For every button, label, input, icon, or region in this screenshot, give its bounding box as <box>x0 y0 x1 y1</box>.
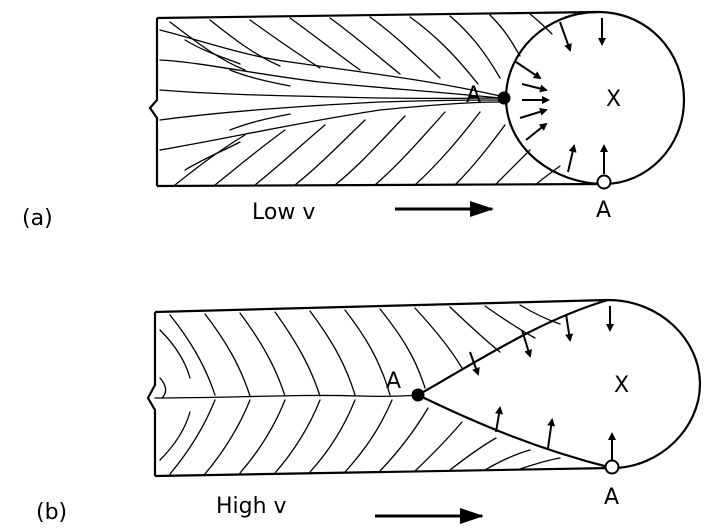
panel-caption-b: (b) <box>36 500 67 525</box>
growth-arrows-a <box>515 18 608 174</box>
point-a-center-a <box>497 91 511 105</box>
columnar-grains-a <box>159 13 561 186</box>
columnar-grains-b <box>159 304 561 475</box>
growth-arrows-b <box>469 306 616 460</box>
point-a-center-b <box>411 388 425 402</box>
panel-b: A A X (b) High v <box>36 298 702 525</box>
point-a-edge-a <box>596 174 612 190</box>
point-a-label-center-b: A <box>386 369 401 394</box>
weld-bead-b <box>146 298 613 478</box>
point-a-edge-b <box>604 459 620 475</box>
weld-bead-a <box>148 10 605 188</box>
speed-label-a: Low v <box>252 200 315 225</box>
speed-label-b: High v <box>216 494 287 519</box>
point-a-label-edge-a: A <box>596 198 611 223</box>
panel-a: A A X (a) Low v <box>22 10 686 231</box>
weld-pool-b <box>415 298 702 470</box>
weld-pool-label-b: X <box>614 373 629 398</box>
panel-caption-a: (a) <box>22 206 53 231</box>
point-a-label-edge-b: A <box>604 485 619 510</box>
weld-pool-label-a: X <box>606 87 621 112</box>
weld-pool-a <box>504 10 686 186</box>
point-a-label-center-a: A <box>466 83 481 108</box>
